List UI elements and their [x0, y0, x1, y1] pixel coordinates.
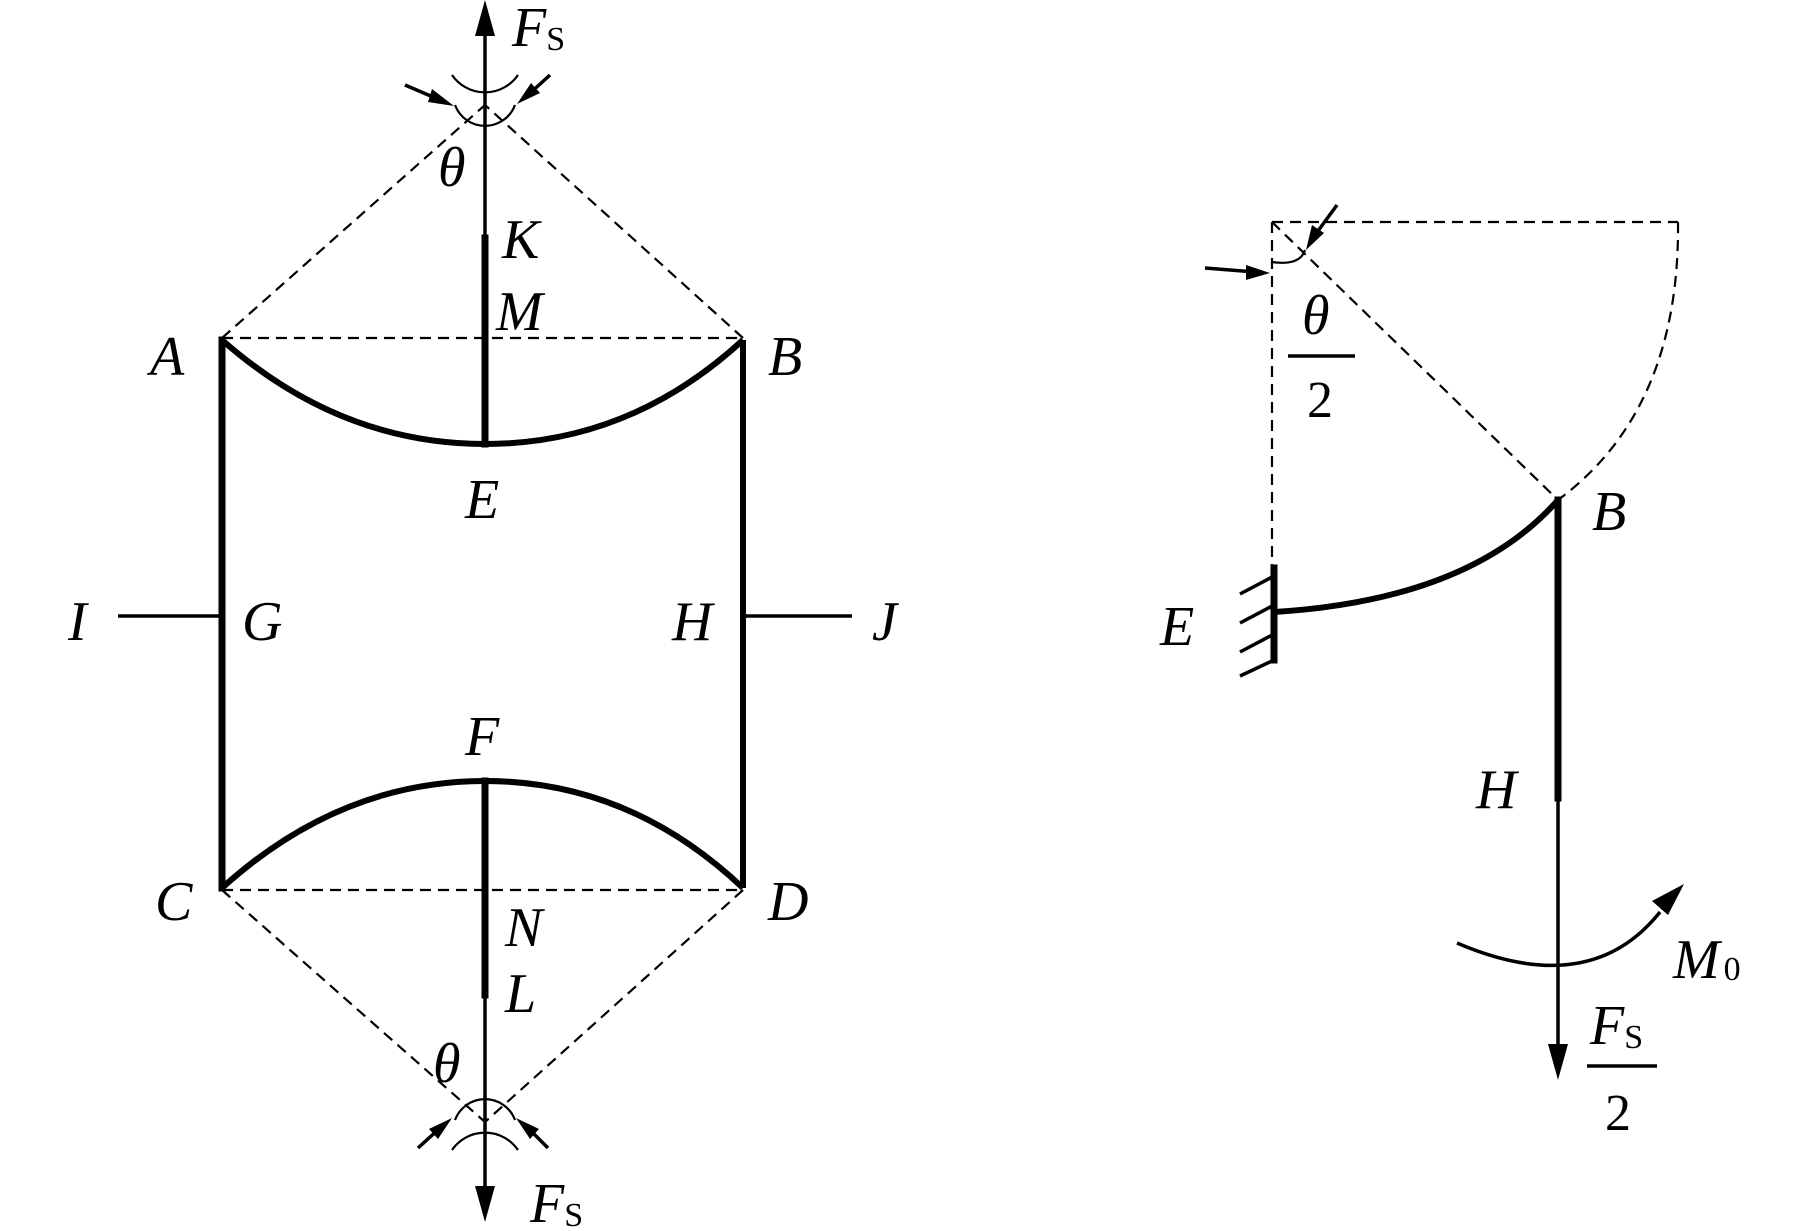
- support-hatch-2: [1239, 603, 1275, 625]
- label-i: I: [67, 591, 89, 653]
- angle-arc-right: [1271, 249, 1307, 264]
- label-force-denominator: 2: [1605, 1085, 1631, 1142]
- dashed-line-a-apex: [221, 104, 486, 339]
- force-arrowhead-h: [1548, 1044, 1568, 1080]
- label-b-right: B: [1592, 481, 1626, 543]
- label-h-right: H: [1475, 759, 1519, 821]
- angle-arrowhead-right-top: [517, 83, 540, 104]
- angle-arc-bottom-2: [453, 1098, 517, 1121]
- support-hatch-4: [1239, 658, 1275, 678]
- label-theta-denominator: 2: [1307, 372, 1333, 429]
- dashed-line-c-apex: [221, 889, 486, 1123]
- label-force-top: FS: [511, 0, 565, 59]
- support-hatch-1: [1239, 574, 1275, 596]
- angle-arc-top-2: [453, 104, 517, 127]
- label-theta-bottom: θ: [433, 1033, 461, 1095]
- left-figure: FS θ K M A B E I G H J F C D N L θ FS: [67, 0, 900, 1231]
- dashed-line-d-apex: [484, 889, 744, 1123]
- label-e-right: E: [1159, 596, 1194, 658]
- label-j: J: [872, 591, 900, 653]
- label-force-fraction: FS: [1589, 995, 1643, 1057]
- label-b: B: [768, 326, 802, 388]
- label-k: K: [501, 209, 542, 271]
- dashed-quarter-arc: [1557, 221, 1680, 501]
- label-m: M: [495, 281, 546, 343]
- label-f: F: [464, 706, 500, 768]
- angle-arrowhead-left-top: [428, 89, 454, 106]
- label-theta-top: θ: [438, 137, 466, 199]
- force-arrowhead-top: [475, 0, 495, 36]
- label-g: G: [242, 591, 282, 653]
- moment-arc: [1456, 910, 1662, 968]
- dashed-line-b-apex: [484, 104, 744, 339]
- label-force-bottom: FS: [529, 1173, 583, 1231]
- label-theta-fraction: θ: [1302, 285, 1330, 347]
- curved-beam-eb: [1273, 498, 1561, 615]
- angle-arrowhead-left-bottom: [429, 1118, 452, 1139]
- label-n: N: [504, 897, 545, 959]
- angle-arrowhead-left: [1246, 265, 1270, 280]
- support-hatch-3: [1239, 632, 1275, 654]
- angle-arc-top: [451, 74, 519, 94]
- force-arrowhead-bottom: [475, 1186, 495, 1222]
- angle-arrowhead-top: [1306, 225, 1324, 250]
- label-e: E: [464, 469, 499, 531]
- label-d: D: [767, 871, 808, 933]
- label-h: H: [671, 591, 715, 653]
- angle-arc-bottom: [451, 1131, 519, 1151]
- angle-arrowhead-right-bottom: [516, 1118, 539, 1139]
- label-a: A: [146, 326, 185, 388]
- dashed-diagonal: [1271, 221, 1559, 501]
- label-c: C: [155, 871, 193, 933]
- label-l: L: [504, 963, 536, 1025]
- moment-arrowhead: [1652, 884, 1684, 915]
